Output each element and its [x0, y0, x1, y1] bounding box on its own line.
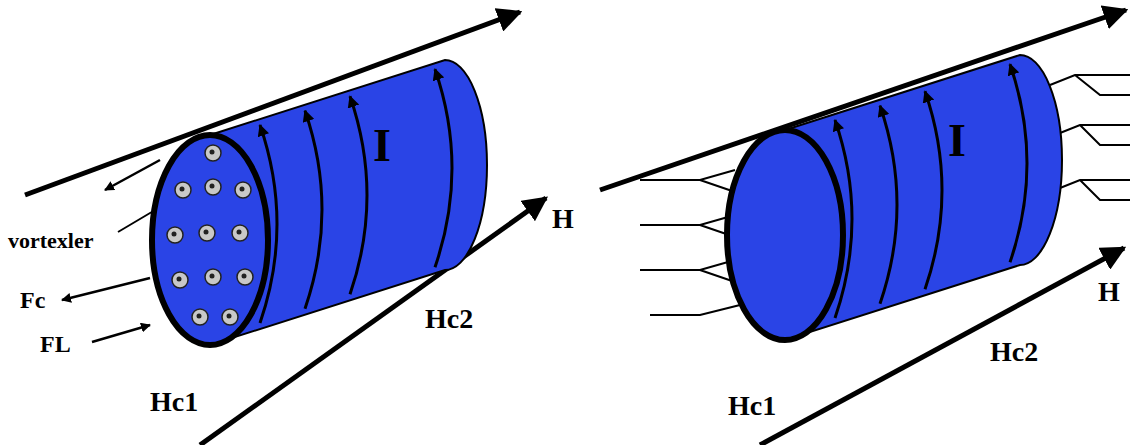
field-label: Hc1: [728, 392, 776, 420]
force-arrow: [105, 160, 160, 190]
field-label: Fc: [20, 288, 45, 312]
field-label: Hc1: [150, 388, 198, 416]
current-line: [260, 125, 277, 323]
current-line: [350, 96, 367, 294]
current-line: [305, 111, 322, 309]
field-label: FL: [40, 332, 71, 356]
field-label: H: [1098, 278, 1120, 306]
current-line: [1010, 64, 1027, 262]
field-label: Hc2: [990, 338, 1038, 366]
field-label: Hc2: [425, 305, 473, 333]
current-line: [835, 120, 852, 318]
field-label: H: [552, 205, 574, 233]
current-label: I: [948, 118, 966, 164]
cylinder-face: [727, 130, 843, 340]
force-arrow: [62, 278, 150, 300]
superconductor-cylinder: I: [720, 50, 1080, 350]
current-line: [880, 106, 897, 304]
force-arrow: [92, 325, 150, 342]
vortices: [167, 145, 253, 325]
cylinder-face: [152, 135, 268, 345]
cylinder-outline: [720, 50, 1080, 350]
field-label: vortexler: [8, 230, 94, 252]
current-line: [925, 91, 942, 289]
current-label: I: [373, 123, 391, 169]
current-line: [435, 69, 452, 267]
